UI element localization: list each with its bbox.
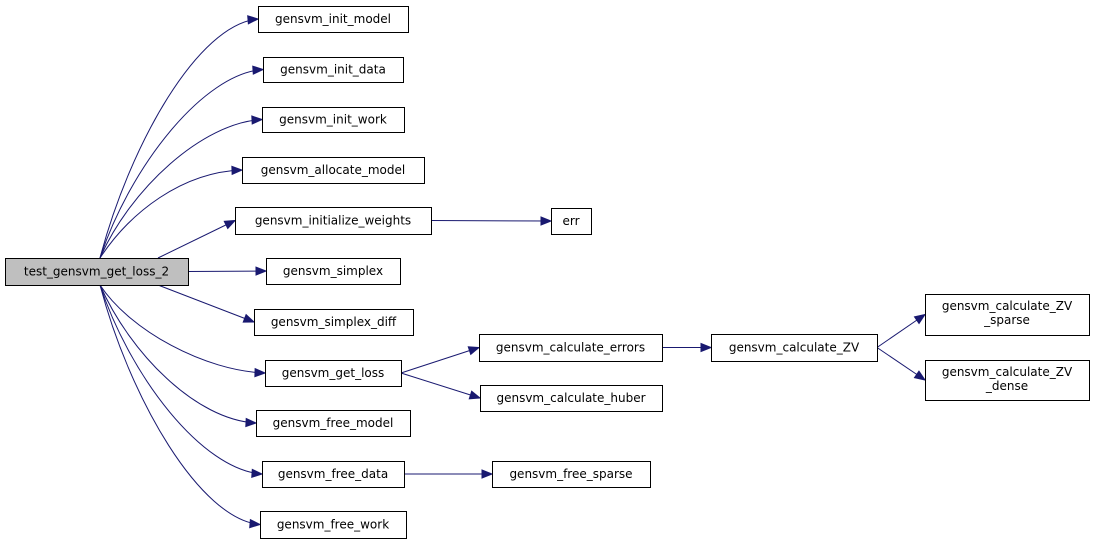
arrowhead [913,370,927,381]
edge-get_loss-to-calc_errors [400,346,481,374]
node-label-line: gensvm_calculate_ZV [942,299,1073,313]
node-label: gensvm_calculate_ZV [729,341,860,355]
node-label: gensvm_free_work [277,518,389,532]
arrowhead [700,342,713,353]
node-simplex[interactable]: gensvm_simplex [266,258,401,285]
edge-root-to-init_data [99,65,265,259]
arrowhead [231,165,244,176]
node-allocate-model[interactable]: gensvm_allocate_model [242,157,425,184]
node-free-sparse[interactable]: gensvm_free_sparse [492,461,651,488]
edge-initialize_weights-to-err [430,216,553,226]
edge-root-to-initialize_weights [157,219,237,259]
nodes-layer: test_gensvm_get_loss_2 gensvm_init_modelg… [5,6,1090,539]
node-label-line: gensvm_calculate_ZV [942,365,1073,379]
arrowhead [249,518,262,529]
arrowhead [913,313,927,325]
node-init-work[interactable]: gensvm_init_work [262,107,405,133]
node-label: gensvm_init_data [280,63,386,77]
node-label: gensvm_initialize_weights [255,214,411,228]
arrowhead [468,390,482,400]
node-label: gensvm_free_model [273,416,394,430]
node-label-line: _dense [985,379,1028,393]
edge-root-to-simplex_diff [157,284,256,323]
node-simplex-diff[interactable]: gensvm_simplex_diff [254,309,414,336]
node-label: gensvm_calculate_huber [496,391,645,405]
edges-layer [99,15,927,529]
arrowhead [540,216,553,226]
edge-calc_zv-to-calc_zv_dense [876,347,927,381]
node-label: gensvm_free_sparse [509,467,632,481]
node-free-model[interactable]: gensvm_free_model [256,410,411,437]
edge-root-to-init_work [99,115,264,259]
arrowhead [481,469,494,479]
arrowhead [467,346,481,356]
edge-root-to-free_work [99,284,262,529]
node-label: gensvm_allocate_model [261,163,405,177]
node-err[interactable]: err [551,208,592,235]
node-initialize-weights[interactable]: gensvm_initialize_weights [235,207,432,235]
arrowhead [251,468,264,479]
edge-root-to-get_loss [99,284,267,378]
node-init-model[interactable]: gensvm_init_model [258,6,409,33]
node-label: gensvm_calculate_errors [496,341,645,355]
edge-get_loss-to-calc_huber [400,372,482,400]
edge-root-to-free_model [99,284,258,428]
arrowhead [255,266,268,276]
node-calc-huber[interactable]: gensvm_calculate_huber [480,385,663,412]
arrowhead [251,115,264,125]
node-label: gensvm_get_loss [282,366,385,380]
arrowhead [242,313,256,323]
arrowhead [245,417,258,428]
node-label: gensvm_simplex [283,264,383,278]
edge-root-to-simplex [187,266,268,276]
node-label: gensvm_simplex_diff [271,315,397,329]
edge-root-to-free_data [99,284,264,479]
node-label-line: _sparse [983,313,1030,327]
edge-calc_errors-to-calc_zv [662,342,713,353]
node-calc-zv-dense[interactable]: gensvm_calculate_ZV_dense [925,360,1090,401]
node-label: err [562,214,579,228]
arrowhead [247,15,260,25]
node-calc-errors[interactable]: gensvm_calculate_errors [479,334,663,362]
edge-root-to-init_model [99,15,260,259]
node-calc-zv-sparse[interactable]: gensvm_calculate_ZV_sparse [925,294,1090,336]
edge-calc_zv-to-calc_zv_sparse [876,313,927,348]
node-label: gensvm_free_data [278,467,388,481]
node-free-work[interactable]: gensvm_free_work [260,511,407,539]
node-label: gensvm_init_work [279,113,387,127]
arrowhead [223,219,237,230]
node-label: test_gensvm_get_loss_2 [24,265,169,279]
node-root[interactable]: test_gensvm_get_loss_2 [5,258,189,286]
node-free-data[interactable]: gensvm_free_data [262,461,405,488]
edge-free_data-to-free_sparse [404,469,494,479]
node-label: gensvm_init_model [275,12,391,26]
edge-root-to-allocate_model [99,165,244,259]
node-init-data[interactable]: gensvm_init_data [263,57,404,83]
node-get-loss[interactable]: gensvm_get_loss [265,360,402,387]
node-calc-zv[interactable]: gensvm_calculate_ZV [711,334,878,362]
arrowhead [252,65,265,75]
arrowhead [254,367,267,378]
